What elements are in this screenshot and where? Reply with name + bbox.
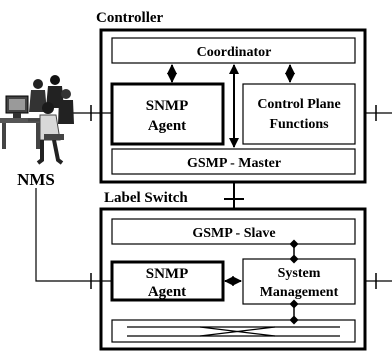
coordinator-label: Coordinator (197, 45, 272, 60)
nms-switch-link (35, 188, 112, 282)
gsmp-slave-box (111, 218, 356, 245)
system-management-label-line2: Management (260, 285, 339, 300)
switch-fabric-lines (127, 326, 340, 337)
nms-label: NMS (17, 170, 55, 189)
gsmp-master-box (111, 148, 356, 175)
gsmp-slave-label: GSMP - Slave (192, 226, 275, 241)
system-management-label-line1: System (278, 266, 321, 281)
coordinator-box (111, 37, 356, 64)
label-switch-title: Label Switch (104, 190, 188, 206)
control-plane-functions-box (242, 83, 356, 145)
control-plane-label-line2: Functions (269, 117, 329, 132)
controller-title: Controller (96, 10, 164, 26)
switch-snmp-label-line2: Agent (148, 284, 186, 300)
switch-fabric-box (111, 319, 356, 343)
system-management-box (242, 258, 356, 305)
controller-snmp-label-line2: Agent (148, 118, 186, 134)
controller-snmp-agent-box (110, 82, 225, 146)
gsmp-master-label: GSMP - Master (187, 156, 281, 171)
label-switch-box (99, 207, 367, 351)
controller-snmp-label-line1: SNMP (146, 98, 189, 114)
switch-snmp-label-line1: SNMP (146, 266, 189, 282)
control-plane-label-line1: Control Plane (257, 97, 340, 112)
operators-at-workstation-icon (0, 75, 74, 165)
